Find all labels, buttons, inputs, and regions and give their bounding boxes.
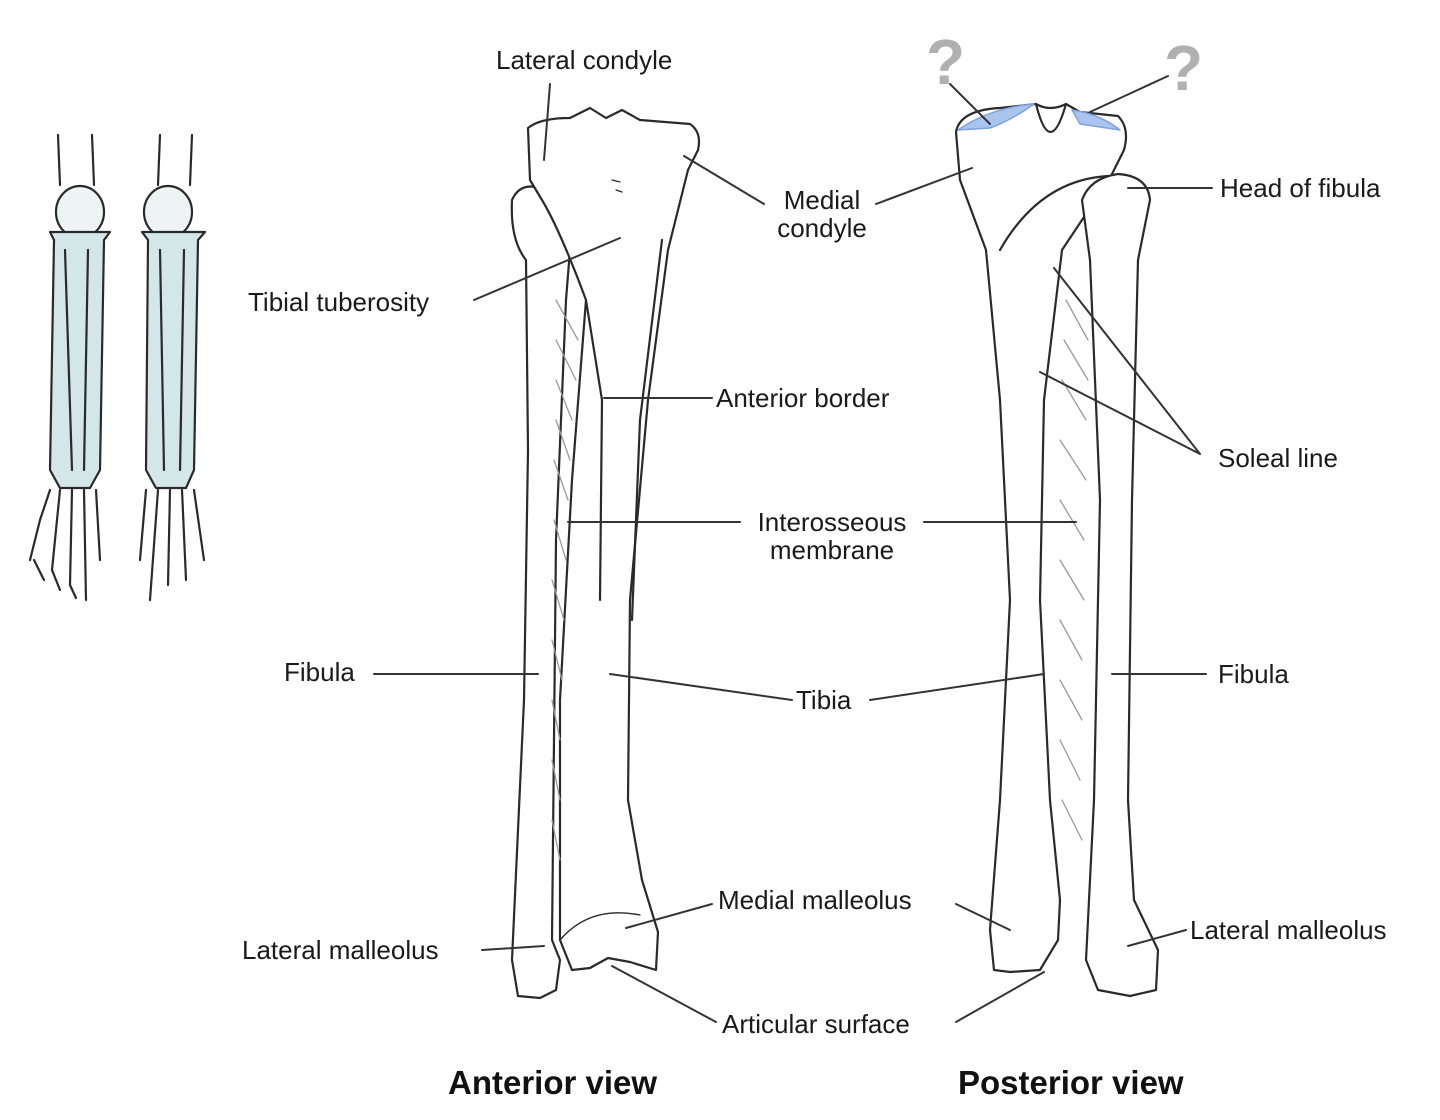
label-fibula-anterior: Fibula (284, 657, 355, 687)
label-head-of-fibula: Head of fibula (1220, 173, 1381, 203)
label-articular-surface: Articular surface (722, 1009, 910, 1039)
label-medial-malleolus: Medial malleolus (718, 885, 912, 915)
label-soleal-line: Soleal line (1218, 443, 1338, 473)
leader-lines (373, 75, 1213, 1023)
label-lateral-condyle: Lateral condyle (496, 45, 673, 75)
anterior-tibia (526, 106, 701, 972)
label-fibula-posterior: Fibula (1218, 659, 1289, 689)
anterior-view-title: Anterior view (448, 1064, 658, 1101)
posterior-condyle-highlight-left (957, 103, 1035, 131)
label-tibia: Tibia (796, 685, 852, 715)
question-mark-right: ? (1164, 32, 1204, 104)
posterior-view-title: Posterior view (958, 1064, 1184, 1101)
label-interosseous-membrane: Interosseous membrane (742, 508, 922, 564)
posterior-interosseous-membrane (1059, 299, 1089, 841)
posterior-tibia (954, 102, 1128, 974)
question-mark-left: ? (926, 26, 966, 98)
anterior-interosseous-membrane (551, 299, 579, 861)
label-medial-condyle-line2: condyle (777, 213, 867, 243)
label-lateral-malleolus-anterior: Lateral malleolus (242, 935, 439, 965)
posterior-fibula (1080, 172, 1160, 998)
posterior-condyle-highlight-right (1071, 109, 1121, 131)
label-anterior-border: Anterior border (716, 383, 890, 413)
label-interosseous-line1: Interosseous (757, 507, 907, 537)
anterior-fibula (510, 185, 572, 1000)
overview-legs-icon (28, 133, 207, 602)
label-interosseous-line2: membrane (769, 535, 895, 565)
label-tibial-tuberosity: Tibial tuberosity (248, 287, 430, 317)
label-medial-condyle: Medial condyle (764, 186, 880, 242)
label-lateral-malleolus-posterior: Lateral malleolus (1190, 915, 1387, 945)
label-medial-condyle-line1: Medial (783, 185, 861, 215)
